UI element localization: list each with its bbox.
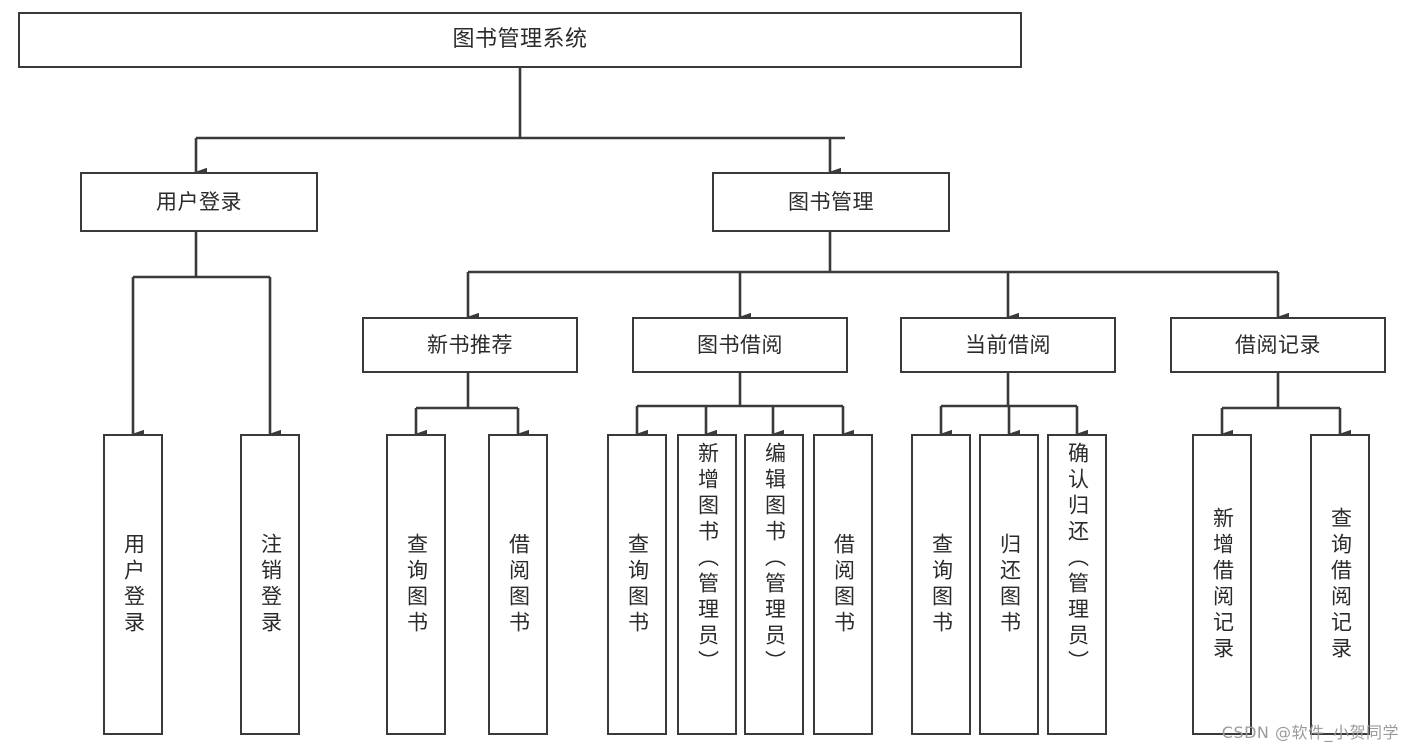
node-label: 用户登录 — [121, 532, 146, 637]
node-label: 新增图书（管理员） — [695, 442, 720, 676]
node-label: 图书管理 — [788, 189, 874, 214]
node-book-management[interactable]: 图书管理 — [712, 172, 950, 232]
leaf-book-borrow-1[interactable]: 查询图书 — [607, 434, 667, 735]
node-label: 用户登录 — [156, 189, 242, 214]
node-user-login[interactable]: 用户登录 — [80, 172, 318, 232]
node-new-book-recommend[interactable]: 新书推荐 — [362, 317, 578, 373]
leaf-new-book-1[interactable]: 查询图书 — [386, 434, 446, 735]
leaf-user-login-2[interactable]: 注销登录 — [240, 434, 300, 735]
node-root-system[interactable]: 图书管理系统 — [18, 12, 1022, 68]
leaf-book-borrow-4[interactable]: 借阅图书 — [813, 434, 873, 735]
node-label: 借阅记录 — [1235, 332, 1321, 357]
node-label: 归还图书 — [997, 532, 1022, 637]
leaf-current-borrow-1[interactable]: 查询图书 — [911, 434, 971, 735]
watermark-text: CSDN @软件_小贺同学 — [1221, 723, 1399, 742]
node-borrow-record[interactable]: 借阅记录 — [1170, 317, 1386, 373]
node-label: 借阅图书 — [831, 532, 856, 637]
leaf-user-login-1[interactable]: 用户登录 — [103, 434, 163, 735]
node-label: 查询借阅记录 — [1328, 506, 1353, 663]
node-label: 当前借阅 — [965, 332, 1051, 357]
leaf-current-borrow-2[interactable]: 归还图书 — [979, 434, 1039, 735]
node-label: 新书推荐 — [427, 332, 513, 357]
leaf-book-borrow-3[interactable]: 编辑图书（管理员） — [744, 434, 804, 735]
node-book-borrow[interactable]: 图书借阅 — [632, 317, 848, 373]
node-current-borrow[interactable]: 当前借阅 — [900, 317, 1116, 373]
node-label: 图书借阅 — [697, 332, 783, 357]
node-label: 查询图书 — [625, 532, 650, 637]
node-label: 查询图书 — [404, 532, 429, 637]
leaf-book-borrow-2[interactable]: 新增图书（管理员） — [677, 434, 737, 735]
leaf-current-borrow-3[interactable]: 确认归还（管理员） — [1047, 434, 1107, 735]
node-label: 注销登录 — [258, 532, 283, 637]
node-label: 新增借阅记录 — [1210, 506, 1235, 663]
node-label: 图书管理系统 — [452, 27, 588, 53]
node-label: 查询图书 — [929, 532, 954, 637]
leaf-borrow-record-1[interactable]: 新增借阅记录 — [1192, 434, 1252, 735]
leaf-borrow-record-2[interactable]: 查询借阅记录 — [1310, 434, 1370, 735]
leaf-new-book-2[interactable]: 借阅图书 — [488, 434, 548, 735]
node-label: 确认归还（管理员） — [1065, 442, 1090, 676]
node-label: 编辑图书（管理员） — [762, 442, 787, 676]
node-label: 借阅图书 — [506, 532, 531, 637]
